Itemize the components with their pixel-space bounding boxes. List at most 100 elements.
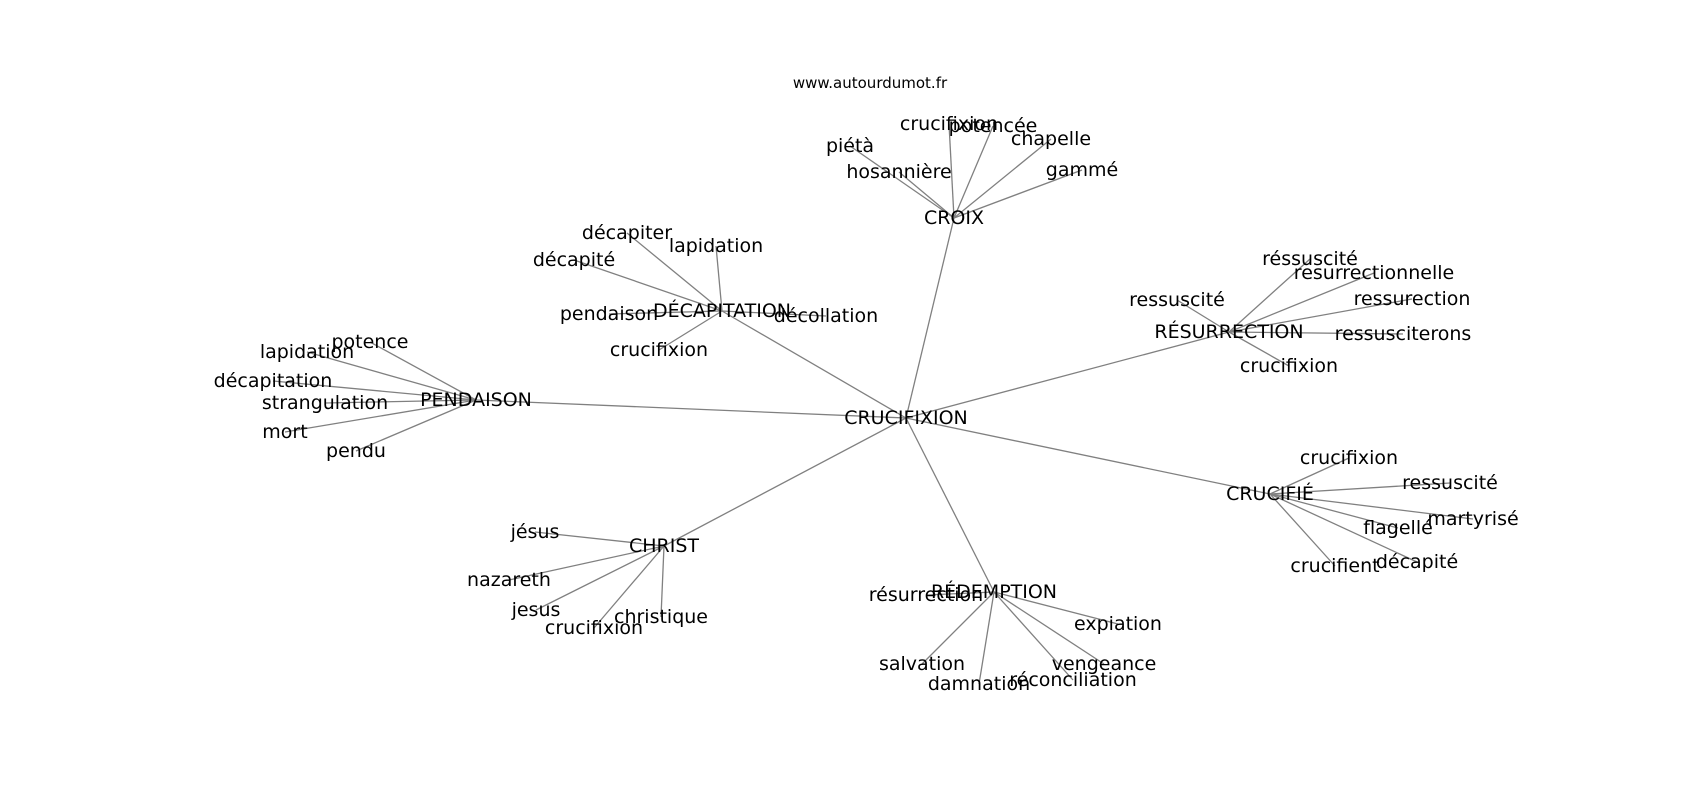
leaf-node-label: nazareth [467, 569, 551, 591]
edge-root-crucifie [905, 417, 1271, 495]
edge-pendaison-lapidation [306, 351, 477, 401]
hub-node-label: RÉSURRECTION [1154, 320, 1303, 343]
edge-redemption-resurrection [925, 591, 995, 596]
edge-pendaison-mort [284, 399, 477, 433]
edge-redemption-damnation [978, 591, 995, 685]
leaf-node-label: vengeance [1052, 653, 1157, 675]
leaf-node-label: mort [262, 421, 307, 443]
edge-christ-christique [660, 545, 665, 618]
edge-decapitation-decollation [721, 310, 827, 317]
root-node-label: CRUCIFIXION [844, 407, 968, 429]
edge-root-christ [663, 417, 907, 547]
edge-root-resurrection [905, 331, 1230, 419]
leaf-node-label: flagellé [1363, 517, 1433, 539]
hub-node-label: CHRIST [629, 535, 699, 557]
edge-christ-crucifixion [593, 545, 665, 629]
edge-resurrection-ressuscite [1228, 258, 1311, 333]
leaf-node-label: lapidation [669, 235, 763, 257]
edge-crucifie-ressuscite [1269, 482, 1451, 495]
edge-croix-chapelle [953, 138, 1052, 219]
edge-root-pendaison [475, 399, 907, 419]
leaf-node-label: piétà [826, 135, 874, 157]
leaf-node-label: crucifixion [545, 617, 643, 639]
leaf-node-label: expiation [1074, 613, 1162, 635]
hub-node-label: CRUCIFIÉ [1226, 482, 1314, 505]
edge-pendaison-strangulation [324, 399, 477, 404]
edge-redemption-vengeance [993, 591, 1105, 665]
edge-croix-crucifixion [948, 123, 955, 219]
edge-decapitation-crucifixion [658, 310, 723, 351]
edge-decapitation-lapidation [715, 245, 723, 312]
leaf-node-label: pendaison [560, 303, 658, 325]
leaf-node-label: chapelle [1011, 128, 1091, 150]
leaf-node-label: ressurection [1354, 288, 1471, 310]
leaf-node-label: ressuscité [1129, 289, 1225, 311]
edge-pendaison-potence [369, 341, 477, 401]
leaf-node-label: pendu [326, 440, 386, 462]
leaf-node-label: jesus [511, 599, 561, 621]
edge-resurrection-crucifixion [1228, 331, 1290, 367]
leaf-node-label: réssuscité [1262, 248, 1358, 270]
leaf-node-label: resurrectionnelle [1294, 262, 1454, 284]
edge-decapitation-decapite [573, 259, 723, 312]
labels-layer: www.autourdumot.fr CRUCIFIXIONCROIXpiétà… [214, 74, 1519, 695]
edge-root-decapitation [721, 310, 907, 419]
leaf-node-label: salvation [879, 653, 965, 675]
edge-crucifie-decapite [1269, 493, 1418, 563]
edge-crucifie-crucifient [1269, 493, 1336, 567]
edge-christ-jesus [535, 545, 665, 611]
leaf-node-label: crucifixion [900, 113, 998, 135]
leaf-node-label: gammé [1046, 159, 1118, 181]
leaf-node-label: crucifixion [1240, 355, 1338, 377]
edge-pendaison-decapitation [272, 380, 477, 401]
leaf-node-label: christique [614, 606, 708, 628]
edge-redemption-reconciliation [993, 591, 1074, 681]
edge-resurrection-ressurection [1228, 298, 1413, 333]
edge-root-croix [905, 217, 955, 419]
leaf-node-label: ressuscité [1402, 472, 1498, 494]
edge-crucifie-crucifixion [1269, 457, 1350, 495]
leaf-node-label: potence [331, 331, 408, 353]
edge-redemption-expiation [993, 591, 1119, 625]
edges-layer [272, 123, 1474, 685]
leaf-node-label: potencée [949, 115, 1038, 137]
edge-decapitation-decapiter [626, 232, 723, 312]
hub-node-label: RÉDEMPTION [931, 580, 1057, 603]
leaf-node-label: jésus [510, 521, 560, 543]
edge-christ-nazareth [508, 545, 665, 581]
edge-crucifie-flagelle [1269, 493, 1399, 529]
edge-resurrection-ressuscite [1176, 299, 1230, 333]
leaf-node-label: crucifixion [1300, 447, 1398, 469]
leaf-node-label: décapité [533, 249, 615, 271]
leaf-node-label: ressusciterons [1335, 323, 1472, 345]
leaf-node-label: décollation [774, 305, 878, 327]
edge-resurrection-resurrectionnelle [1228, 272, 1375, 333]
source-label: www.autourdumot.fr [793, 74, 948, 92]
edge-decapitation-pendaison [608, 310, 723, 315]
leaf-node-label: décapité [1376, 551, 1458, 573]
edge-root-redemption [905, 417, 995, 593]
leaf-node-label: lapidation [260, 341, 354, 363]
leaf-node-label: martyrisé [1427, 508, 1518, 530]
leaf-node-label: hosannière [846, 161, 951, 183]
leaf-node-label: damnation [928, 673, 1030, 695]
edge-croix-pieta [849, 145, 955, 219]
edge-redemption-salvation [921, 591, 995, 665]
edge-resurrection-ressusciterons [1228, 331, 1404, 335]
hub-node-label: DÉCAPITATION [653, 299, 791, 322]
edge-pendaison-pendu [355, 399, 477, 452]
edge-croix-potencee [953, 125, 994, 219]
leaf-node-label: réconciliation [1009, 669, 1137, 691]
leaf-node-label: crucifient [1290, 555, 1379, 577]
edge-croix-gamme [953, 169, 1083, 219]
edge-croix-hosanniere [898, 171, 955, 219]
edge-christ-jesus [534, 531, 665, 547]
leaf-node-label: décapiter [582, 222, 672, 244]
leaf-node-label: résurrection [869, 584, 983, 606]
leaf-node-label: strangulation [262, 392, 388, 414]
hub-node-label: PENDAISON [420, 389, 532, 411]
leaf-node-label: décapitation [214, 370, 333, 392]
edge-crucifie-martyrise [1269, 493, 1474, 520]
